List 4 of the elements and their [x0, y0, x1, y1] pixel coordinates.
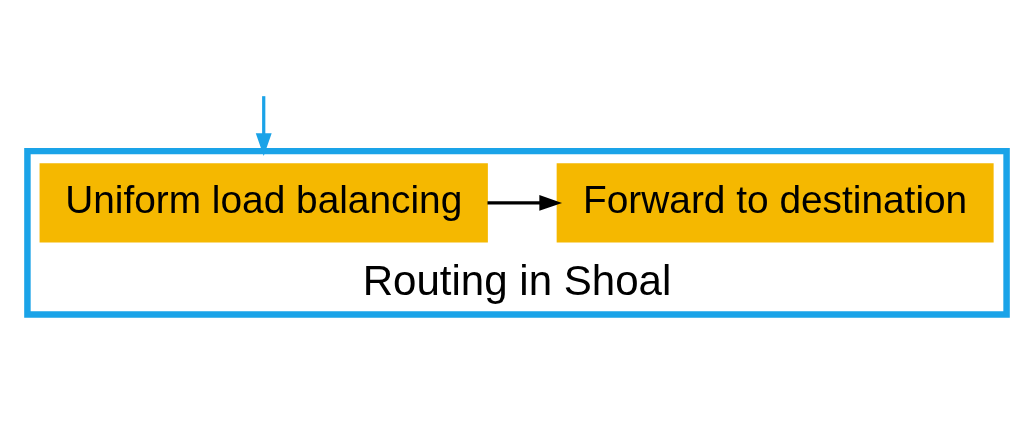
arrow [255, 95, 272, 156]
node-box: Uniform load balancing [39, 162, 488, 243]
node-box: Forward to destination [556, 162, 994, 243]
arrow [487, 194, 563, 211]
